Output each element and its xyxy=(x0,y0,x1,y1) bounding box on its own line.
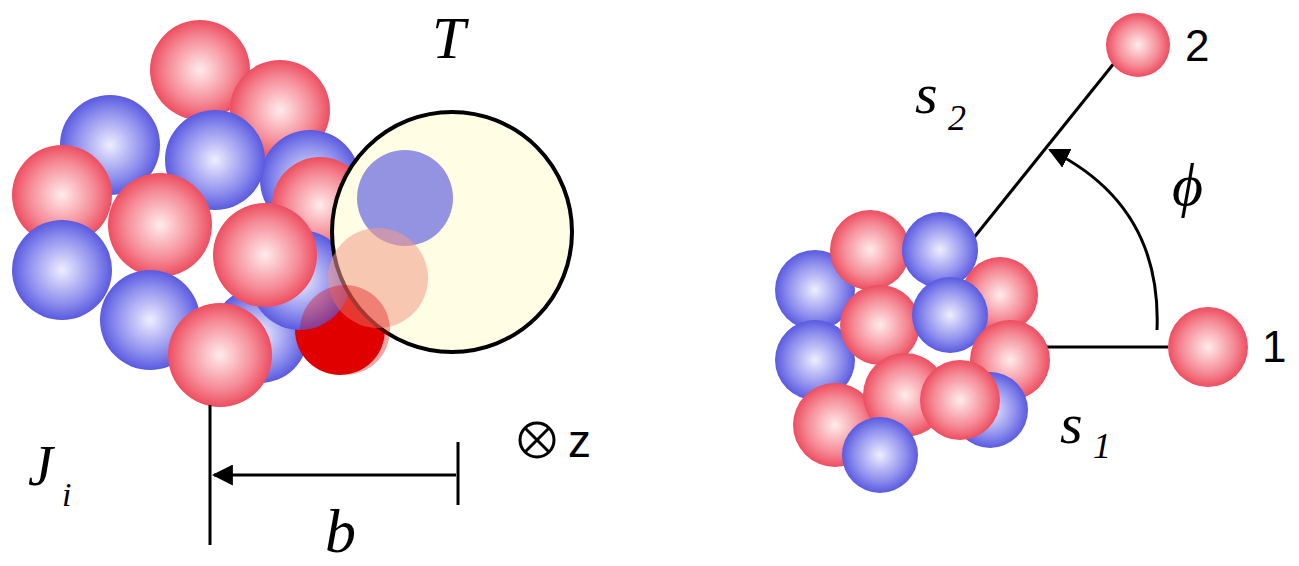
emitted-nucleon xyxy=(1168,307,1248,387)
distance-label: s xyxy=(1060,395,1083,453)
angle-label: ϕ xyxy=(1172,155,1203,215)
nucleon-number: 2 xyxy=(1185,24,1209,68)
subscript: 2 xyxy=(948,100,966,136)
spin-label: J xyxy=(28,438,53,494)
overlap-nucleons xyxy=(300,150,453,375)
subscript: i xyxy=(62,478,71,512)
residual-nucleus xyxy=(775,210,1050,493)
distance-label: s xyxy=(915,65,938,123)
z-axis-symbol xyxy=(520,423,554,457)
target-label: T xyxy=(432,8,465,68)
impact-parameter-label: b xyxy=(325,500,356,562)
subscript: 1 xyxy=(1093,428,1111,464)
axis-label: z xyxy=(568,418,591,464)
nucleon-number: 1 xyxy=(1262,325,1286,369)
emitted-nucleon xyxy=(1106,13,1170,77)
